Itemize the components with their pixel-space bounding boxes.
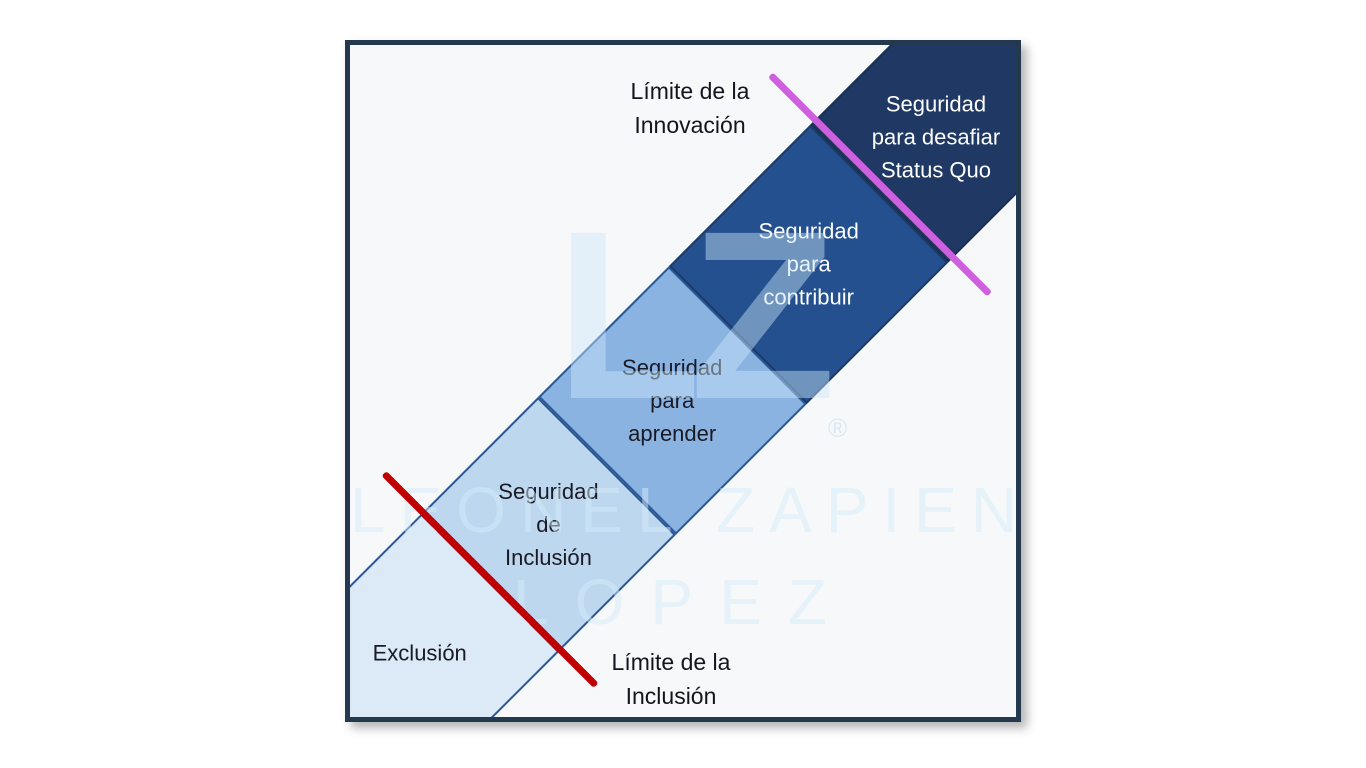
segment-label-line: de bbox=[536, 511, 561, 537]
psychological-safety-ribbon: Exclusión Seguridad de Inclusión Segurid… bbox=[350, 45, 1016, 717]
limit-label-line: Inclusión bbox=[625, 683, 717, 709]
innovation-limit-label: Límite de la Innovación bbox=[585, 74, 795, 142]
limit-label-line: Innovación bbox=[634, 112, 746, 138]
segment-label-line: Seguridad bbox=[758, 218, 859, 244]
inclusion-limit-label: Límite de la Inclusión bbox=[566, 645, 776, 713]
segment-label-line: Seguridad bbox=[885, 91, 986, 117]
limit-label-line: Límite de la bbox=[630, 78, 750, 104]
segment-label-line: aprender bbox=[628, 420, 717, 446]
segment-challenge-safety-label: Seguridad para desafiar Status Quo bbox=[872, 88, 1000, 187]
segment-label-line: Inclusión bbox=[505, 544, 593, 570]
segment-label-line: Status Quo bbox=[880, 157, 991, 183]
segment-label-line: para desafiar bbox=[871, 124, 1001, 150]
segment-inclusion-safety-label: Seguridad de Inclusión bbox=[499, 475, 599, 574]
segment-label-line: para bbox=[786, 251, 831, 277]
segment-contribution-safety-label: Seguridad para contribuir bbox=[758, 215, 858, 314]
segment-exclusion-label: Exclusión bbox=[373, 637, 467, 670]
registered-mark-icon: ® bbox=[828, 413, 848, 443]
segment-label-line: contribuir bbox=[763, 284, 854, 310]
segment-label-line: Seguridad bbox=[498, 478, 599, 504]
segment-label-line: Seguridad bbox=[622, 354, 723, 380]
segment-label-line: para bbox=[650, 387, 695, 413]
diagram-frame: Exclusión Seguridad de Inclusión Segurid… bbox=[345, 40, 1021, 722]
segment-learning-safety-label: Seguridad para aprender bbox=[622, 351, 722, 450]
limit-label-line: Límite de la bbox=[611, 649, 731, 675]
segment-label-line: Exclusión bbox=[372, 640, 467, 666]
